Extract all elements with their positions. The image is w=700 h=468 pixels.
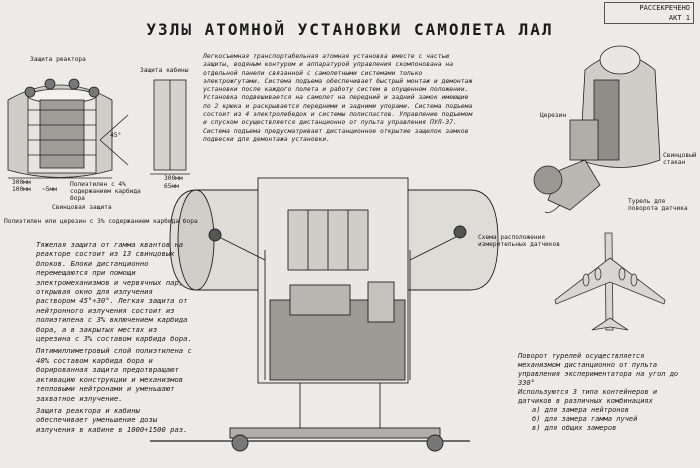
dim-300b-label: 300мм (164, 175, 183, 182)
reactor-shield-drawing (7, 78, 129, 179)
declassified-stamp: РАССЕКРЕЧЕНО АКТ 1 (604, 2, 694, 24)
turret-used: Используются 3 типа контейнеров и датчик… (518, 388, 658, 405)
turret-intro: Поворот турелей осуществляется механизмо… (518, 352, 679, 387)
ceresin-label: Церезин (540, 112, 567, 119)
sensor-type-c: в) для общих замеров (532, 424, 617, 432)
dim-300-label: 300мм (12, 179, 31, 186)
shielding-notes: Тяжелая защита от гамма квантов на реакт… (36, 240, 196, 434)
installation-drawing (150, 177, 499, 452)
reactor-shield-label: Защита реактора (30, 56, 86, 63)
poly-c4-label: Полиэтилен с 4% содержанием карбида бора (70, 181, 141, 202)
sensor-type-b: б) для замера гамма лучей (532, 415, 638, 423)
page-title: УЗЛЫ АТОМНОЙ УСТАНОВКИ САМОЛЕТА ЛАЛ (146, 20, 554, 39)
installation-description: Легкосъемная транспортабельная атомная у… (203, 52, 473, 143)
sensor-container-drawing (533, 45, 661, 214)
polyethylene-ceresin-label: Полиэтилен или церезин с 3% содержанием … (4, 218, 198, 225)
shielding-note-2: Пятимиллиметровый слой полиэтилена с 40%… (36, 346, 192, 403)
dim-65-label: 65мм (164, 183, 179, 190)
cabin-shield-label: Защита кабины (140, 67, 189, 74)
dim-5-label: ~5мм (42, 186, 57, 193)
lead-shield-label: Свинцовая защита (52, 204, 112, 211)
turret-notes: Поворот турелей осуществляется механизмо… (518, 352, 688, 433)
sensor-type-a: а) для замера нейтронов (532, 406, 629, 414)
dim-100-label: 100мм (12, 186, 31, 193)
angle-label: 45° (110, 132, 122, 139)
turret-label: Турель для поворота датчика (628, 198, 688, 212)
sensor-scheme-label: Схема расположения измерительных датчико… (478, 234, 560, 248)
cabin-shield-drawing (150, 79, 190, 175)
shielding-note-3: Защита реактора и кабины обеспечивает ум… (36, 405, 188, 434)
lead-glass-label: Свинцовый стакан (663, 152, 697, 166)
airplane-sensor-scheme (554, 232, 666, 331)
shielding-note-1: Тяжелая защита от гамма квантов на реакт… (36, 240, 192, 344)
